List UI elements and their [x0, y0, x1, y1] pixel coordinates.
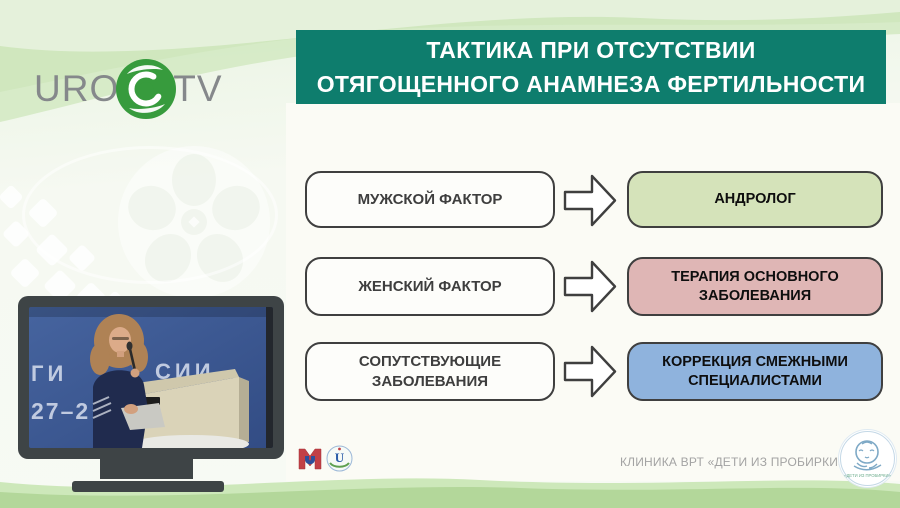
video-screen: ГИ СИИ 27–2: [29, 307, 273, 448]
backdrop-text-left: ГИ: [31, 361, 67, 386]
action-box-therapy: ТЕРАПИЯ ОСНОВНОГО ЗАБОЛЕВАНИЯ: [627, 257, 883, 316]
background-ring-decoration: [22, 146, 278, 284]
baby-logo-caption: «ДЕТИ ИЗ ПРОБИРКИ»: [844, 473, 891, 478]
clinic-name-text: КЛИНИКА ВРТ «ДЕТИ ИЗ ПРОБИРКИ»: [619, 455, 845, 469]
factor-box-male: МУЖСКОЙ ФАКТОР: [305, 171, 555, 228]
bottom-wave-decoration: [0, 478, 900, 508]
presenter-video: ГИ СИИ 27–2: [29, 307, 273, 448]
svg-text:U: U: [335, 450, 345, 465]
slide-title-line2: ОТЯГОЩЕННОГО АНАМНЕЗА ФЕРТИЛЬНОСТИ: [316, 71, 866, 97]
diamond-decoration: [0, 184, 24, 210]
urotv-logo: URO TV: [34, 56, 223, 122]
clinic-baby-logo: «ДЕТИ ИЗ ПРОБИРКИ»: [839, 430, 896, 487]
arrow-right-icon: [563, 260, 617, 313]
action-box-andrologist-label: АНДРОЛОГ: [714, 191, 796, 208]
backdrop-text-dates: 27–2: [31, 398, 90, 424]
factor-box-male-label: МУЖСКОЙ ФАКТОР: [357, 190, 503, 208]
action-box-specialists: КОРРЕКЦИЯ СМЕЖНЫМИ СПЕЦИАЛИСТАМИ: [627, 342, 883, 401]
monitor-stand-base: [72, 481, 224, 492]
factor-box-female: ЖЕНСКИЙ ФАКТОР: [305, 257, 555, 316]
factor-box-comorbid: СОПУТСТВУЮЩИЕ ЗАБОЛЕВАНИЯ: [305, 342, 555, 401]
slide-title-line1: ТАКТИКА ПРИ ОТСУТСТВИИ: [426, 36, 756, 63]
diamond-decoration: [9, 257, 41, 289]
urotv-logo-uro: URO: [34, 68, 120, 109]
baby-icon: «ДЕТИ ИЗ ПРОБИРКИ»: [840, 431, 895, 486]
presenter-figure: [90, 314, 165, 448]
urotv-swirl-icon: [116, 59, 177, 119]
monitor-stand-neck: [100, 459, 193, 479]
action-box-andrologist: АНДРОЛОГ: [627, 171, 883, 228]
arrow-right-icon: [563, 345, 617, 398]
arrow-right-icon: [563, 174, 617, 227]
factor-box-comorbid-label: СОПУТСТВУЮЩИЕ ЗАБОЛЕВАНИЯ: [358, 353, 502, 390]
urotv-logo-tv: TV: [173, 68, 223, 109]
action-box-specialists-label: КОРРЕКЦИЯ СМЕЖНЫМИ СПЕЦИАЛИСТАМИ: [662, 353, 848, 389]
university-m-logo: [298, 448, 322, 470]
slide-title: ТАКТИКА ПРИ ОТСУТСТВИИ ОТЯГОЩЕННОГО АНАМ…: [296, 30, 886, 104]
university-crest-logo: U: [326, 445, 353, 472]
action-box-therapy-label: ТЕРАПИЯ ОСНОВНОГО ЗАБОЛЕВАНИЯ: [671, 268, 839, 304]
factor-box-female-label: ЖЕНСКИЙ ФАКТОР: [358, 277, 502, 295]
